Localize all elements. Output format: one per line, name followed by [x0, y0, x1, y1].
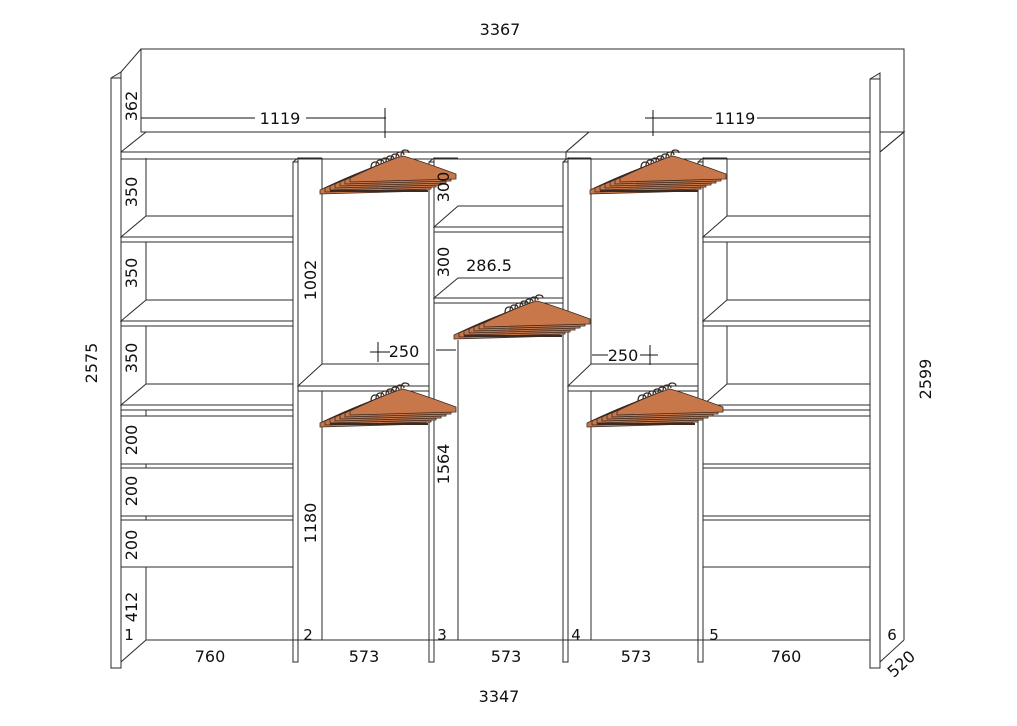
top-mezzanine-height: 362: [122, 91, 141, 122]
hanger-hook-icon: [665, 151, 675, 159]
hanger-hook-icon: [655, 155, 665, 163]
hanger-hook-icon: [650, 157, 660, 165]
hanger-hook-icon: [524, 298, 534, 306]
hanger-hook-icon: [660, 153, 670, 161]
dimension-labels: 3367 3347 2575 2599 520 362 1119 1119 35…: [82, 20, 935, 706]
hanger-hook-icon: [534, 294, 544, 302]
col3-shelf-depth: 286.5: [466, 256, 512, 275]
hanger-hook-icon: [514, 302, 524, 310]
hanger-hook-icon: [657, 386, 667, 394]
hanger-icon: [616, 388, 724, 416]
col1-drawer-1: 200: [122, 425, 141, 456]
hanger-icon: [349, 388, 457, 416]
hanger-group-col2-top: [319, 149, 457, 195]
hanger-hook-icon: [375, 159, 385, 167]
left-height: 2575: [82, 343, 101, 384]
hanger-hook-icon: [509, 304, 519, 312]
col3-shelf-2: 300: [434, 247, 453, 278]
hanger-group-col4-top: [589, 149, 727, 195]
hanger-hook-icon: [645, 159, 655, 167]
column-5-shelves: [701, 215, 871, 411]
column-4-shelf: [566, 363, 699, 392]
column-3-shelves: [432, 205, 564, 304]
panel-number-3: 3: [437, 626, 447, 644]
hanger-hook-icon: [385, 388, 395, 396]
hanger-hook-icon: [519, 300, 529, 308]
column-1-drawers: [120, 415, 294, 568]
panel-number-6: 6: [887, 626, 897, 644]
top-mezzanine: [119, 48, 906, 160]
width-col3: 573: [491, 647, 522, 666]
hanger-hook-icon: [504, 306, 514, 314]
right-side-panel: [869, 72, 905, 669]
hanger-hook-icon: [637, 394, 647, 402]
hanger-hook-icon: [385, 155, 395, 163]
hanger-hook-icon: [640, 161, 650, 169]
col2-lower: 1180: [301, 503, 320, 544]
col3-shelf-1: 300: [434, 172, 453, 203]
panel-number-5: 5: [709, 626, 719, 644]
hanger-hook-icon: [400, 382, 410, 390]
width-col4: 573: [621, 647, 652, 666]
col1-drawer-3: 200: [122, 530, 141, 561]
hanger-group-col4-bottom: [586, 382, 724, 428]
hanger-icon: [349, 155, 457, 183]
col4-offset: 250: [608, 346, 639, 365]
bottom-plinth: [120, 639, 870, 663]
panel-numbers: 1 2 3 4 5 6: [124, 626, 897, 644]
hanger-hook-icon: [647, 390, 657, 398]
hanger-hook-icon: [395, 151, 405, 159]
right-top-span: 1119: [715, 109, 756, 128]
width-col1: 760: [195, 647, 226, 666]
depth-label: 520: [884, 647, 919, 682]
hanger-hook-icon: [667, 382, 677, 390]
col1-shelf-2: 350: [122, 258, 141, 289]
hanger-icon: [483, 300, 591, 328]
hanger-hook-icon: [395, 384, 405, 392]
overall-bottom-width: 3347: [479, 687, 520, 706]
hanger-hook-icon: [375, 392, 385, 400]
hanger-hook-icon: [390, 153, 400, 161]
col1-shelf-1: 350: [122, 177, 141, 208]
column-1-shelves: [119, 215, 294, 411]
hanger-hook-icon: [380, 390, 390, 398]
col2-upper: 1002: [301, 260, 320, 301]
col1-drawer-2: 200: [122, 476, 141, 507]
hanger-hook-icon: [670, 149, 680, 157]
hanger-hook-icon: [642, 392, 652, 400]
column-5-drawers: [702, 415, 871, 568]
width-col2: 573: [349, 647, 380, 666]
left-top-span: 1119: [260, 109, 301, 128]
col3-lower: 1564: [434, 444, 453, 485]
panel-number-4: 4: [571, 626, 581, 644]
col1-bottom: 412: [122, 592, 141, 623]
column-2-shelf: [296, 363, 430, 392]
hanger-icon: [619, 155, 727, 183]
col2-offset: 250: [389, 342, 420, 361]
width-col5: 760: [771, 647, 802, 666]
hanger-hook-icon: [390, 386, 400, 394]
panel-number-2: 2: [303, 626, 313, 644]
col1-shelf-3: 350: [122, 343, 141, 374]
hanger-hook-icon: [652, 388, 662, 396]
right-height: 2599: [916, 359, 935, 400]
hanger-hook-icon: [380, 157, 390, 165]
dimension-lines: [141, 108, 870, 365]
overall-top-width: 3367: [480, 20, 521, 39]
hanger-hook-icon: [529, 296, 539, 304]
hanger-group-col3: [453, 294, 591, 340]
hanger-group-col2-bottom: [319, 382, 457, 428]
hanger-hook-icon: [370, 394, 380, 402]
hanger-hook-icon: [400, 149, 410, 157]
panel-number-1: 1: [124, 626, 134, 644]
hanger-hook-icon: [662, 384, 672, 392]
hanger-hook-icon: [370, 161, 380, 169]
